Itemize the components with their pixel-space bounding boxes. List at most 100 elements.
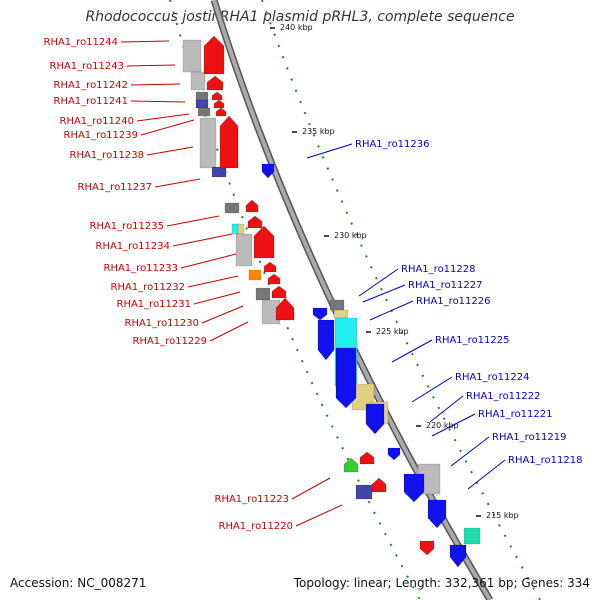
leader-line bbox=[172, 233, 233, 247]
leader-line bbox=[431, 413, 476, 437]
kbp-label: 240 kbp bbox=[280, 23, 313, 32]
cog-block bbox=[197, 107, 211, 117]
cog-block bbox=[190, 71, 206, 91]
leader-line bbox=[154, 178, 201, 188]
leader-line bbox=[140, 119, 195, 136]
leader-line bbox=[295, 504, 343, 527]
leader-line bbox=[369, 300, 414, 321]
reverse-gene-label: RHA1_ro11227 bbox=[408, 280, 483, 291]
forward-gene-arrow bbox=[343, 457, 359, 473]
leader-line bbox=[146, 146, 194, 156]
cog-block bbox=[211, 166, 227, 178]
reverse-gene-arrow bbox=[317, 319, 335, 361]
leader-line bbox=[306, 143, 353, 159]
cog-block bbox=[255, 287, 271, 301]
leader-line bbox=[130, 100, 186, 103]
cog-block bbox=[329, 299, 345, 311]
forward-gene-label: RHA1_ro11220 bbox=[219, 521, 294, 532]
cog-block bbox=[195, 99, 209, 109]
forward-gene-label: RHA1_ro11243 bbox=[50, 61, 125, 72]
forward-gene-label: RHA1_ro11230 bbox=[125, 318, 200, 329]
forward-gene-label: RHA1_ro11229 bbox=[133, 336, 208, 347]
cog-block bbox=[237, 223, 245, 235]
forward-gene-label: RHA1_ro11233 bbox=[104, 263, 179, 274]
cog-block bbox=[182, 39, 202, 73]
leader-line bbox=[126, 64, 176, 67]
leader-line bbox=[450, 436, 490, 467]
reverse-gene-arrow bbox=[365, 403, 385, 435]
forward-gene-arrow bbox=[219, 115, 239, 169]
reverse-gene-arrow bbox=[427, 499, 447, 529]
forward-gene-label: RHA1_ro11242 bbox=[54, 80, 129, 91]
forward-gene-label: RHA1_ro11235 bbox=[90, 221, 165, 232]
forward-gene-label: RHA1_ro11238 bbox=[70, 150, 145, 161]
leader-line bbox=[429, 395, 464, 423]
reverse-gene-label: RHA1_ro11221 bbox=[478, 409, 553, 420]
reverse-gene-label: RHA1_ro11236 bbox=[355, 139, 430, 150]
reverse-gene-label: RHA1_ro11225 bbox=[435, 335, 510, 346]
forward-gene-arrow bbox=[211, 91, 223, 101]
kbp-label: 235 kbp bbox=[302, 127, 335, 136]
forward-gene-label: RHA1_ro11240 bbox=[60, 116, 135, 127]
cog-block bbox=[463, 527, 481, 545]
cog-block bbox=[248, 269, 262, 281]
reverse-gene-label: RHA1_ro11228 bbox=[401, 264, 476, 275]
reverse-gene-arrow bbox=[312, 307, 328, 321]
kbp-label: 215 kbp bbox=[486, 511, 519, 520]
leader-line bbox=[187, 275, 239, 288]
reverse-gene-label: RHA1_ro11224 bbox=[455, 372, 530, 383]
forward-gene-arrow bbox=[419, 540, 435, 556]
forward-gene-arrow bbox=[215, 107, 227, 117]
forward-gene-label: RHA1_ro11232 bbox=[111, 282, 186, 293]
leader-line bbox=[201, 305, 244, 324]
forward-gene-arrow bbox=[213, 99, 225, 109]
forward-gene-label: RHA1_ro11223 bbox=[215, 494, 290, 505]
forward-gene-label: RHA1_ro11239 bbox=[64, 130, 139, 141]
cog-block bbox=[195, 91, 209, 101]
forward-gene-arrow bbox=[206, 75, 224, 91]
leader-line bbox=[358, 268, 399, 297]
forward-gene-label: RHA1_ro11231 bbox=[117, 299, 192, 310]
forward-gene-label: RHA1_ro11244 bbox=[44, 37, 119, 48]
cog-block bbox=[224, 202, 240, 214]
kbp-label: 220 kbp bbox=[426, 421, 459, 430]
reverse-gene-arrow bbox=[335, 347, 357, 409]
forward-gene-arrow bbox=[245, 199, 259, 213]
leader-line bbox=[391, 339, 433, 363]
leader-line bbox=[362, 284, 406, 303]
cog-block bbox=[333, 309, 349, 319]
forward-gene-arrow bbox=[359, 451, 375, 465]
leader-line bbox=[136, 113, 190, 122]
reverse-gene-label: RHA1_ro11222 bbox=[466, 391, 541, 402]
leader-line bbox=[209, 321, 249, 342]
cog-block bbox=[199, 117, 217, 169]
leader-line bbox=[291, 477, 331, 500]
leader-line bbox=[130, 83, 181, 86]
leader-line bbox=[411, 376, 453, 403]
reverse-gene-label: RHA1_ro11218 bbox=[508, 455, 583, 466]
kbp-label: 225 kbp bbox=[376, 327, 409, 336]
outer-tick-ring bbox=[261, 0, 541, 600]
cog-block bbox=[355, 484, 373, 500]
reverse-gene-arrow bbox=[449, 544, 467, 568]
kbp-label: 230 kbp bbox=[334, 231, 367, 240]
leader-line bbox=[467, 459, 506, 490]
forward-gene-arrow bbox=[371, 477, 387, 493]
leader-line bbox=[166, 215, 220, 227]
forward-gene-arrow bbox=[263, 261, 277, 273]
forward-gene-arrow bbox=[203, 35, 225, 75]
forward-gene-label: RHA1_ro11237 bbox=[78, 182, 153, 193]
leader-line bbox=[193, 291, 241, 305]
forward-gene-label: RHA1_ro11234 bbox=[96, 241, 171, 252]
reverse-gene-arrow bbox=[403, 473, 425, 503]
reverse-gene-label: RHA1_ro11219 bbox=[492, 432, 567, 443]
leader-line bbox=[180, 253, 237, 269]
accession-text: Accession: NC_008271 bbox=[10, 576, 147, 590]
forward-gene-arrow bbox=[267, 273, 281, 285]
cog-block bbox=[235, 233, 253, 267]
map-title: Rhodococcus jostii RHA1 plasmid pRHL3, c… bbox=[85, 9, 515, 25]
reverse-gene-arrow bbox=[261, 163, 275, 179]
forward-gene-label: RHA1_ro11241 bbox=[54, 96, 129, 107]
